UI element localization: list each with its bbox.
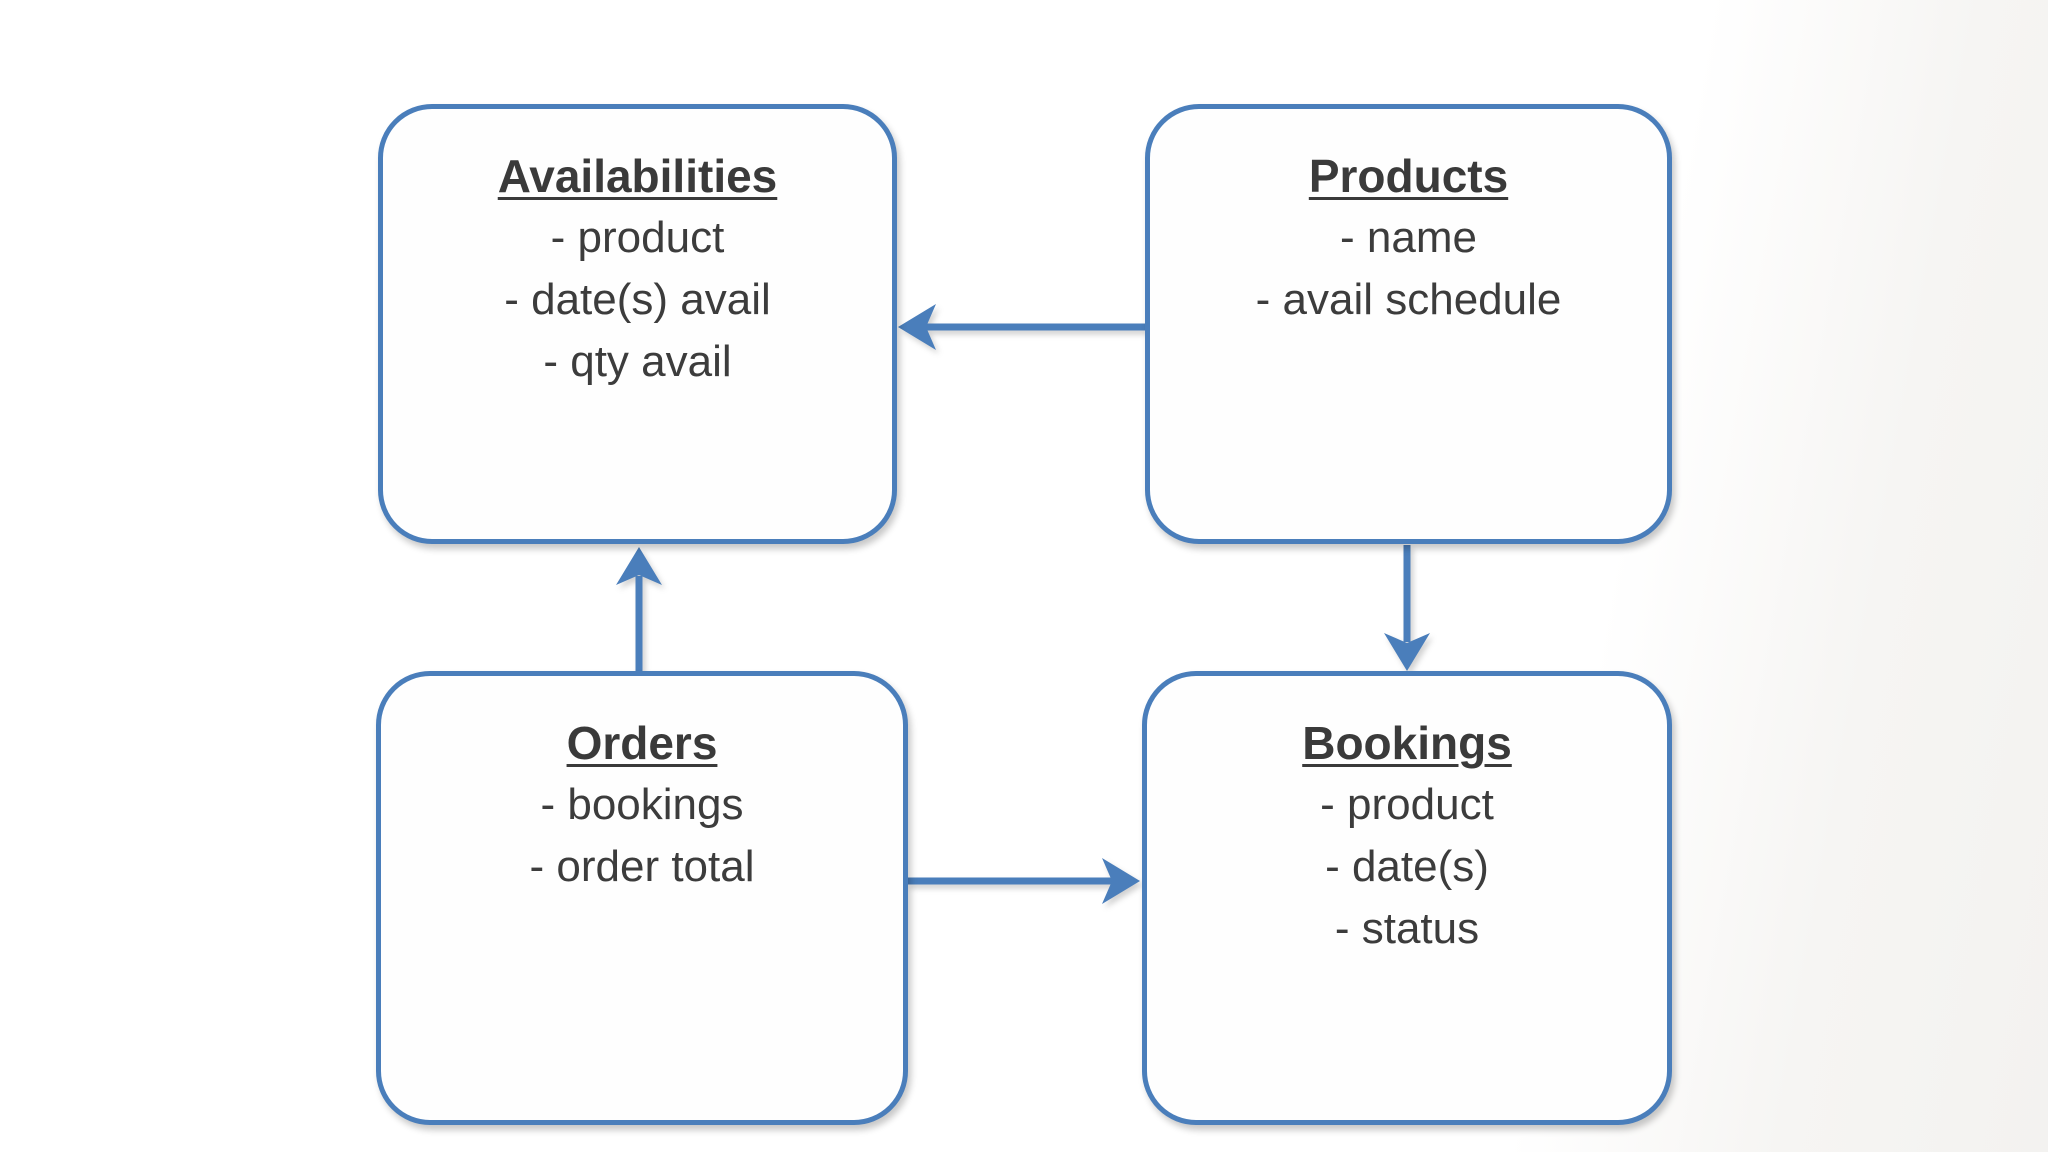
node-orders-attribute: - bookings bbox=[540, 780, 744, 829]
arrow-orders-to-availabilities bbox=[616, 547, 662, 672]
node-availabilities-attribute: - date(s) avail bbox=[504, 275, 771, 324]
node-products-attribute: - avail schedule bbox=[1255, 275, 1562, 324]
arrow-orders-to-bookings bbox=[907, 858, 1140, 904]
node-availabilities: Availabilities - product - date(s) avail… bbox=[378, 104, 897, 544]
node-orders-attribute: - order total bbox=[529, 842, 755, 891]
node-bookings-attribute: - date(s) bbox=[1325, 842, 1489, 891]
node-availabilities-attribute: - product bbox=[550, 213, 725, 262]
node-availabilities-attribute: - qty avail bbox=[543, 337, 732, 386]
node-products-attribute: - name bbox=[1340, 213, 1477, 262]
node-bookings-attribute: - product bbox=[1320, 780, 1494, 829]
node-bookings-title: Bookings bbox=[1302, 717, 1512, 769]
node-orders: Orders - bookings - order total bbox=[376, 671, 908, 1125]
node-products: Products - name - avail schedule bbox=[1145, 104, 1672, 544]
arrow-products-to-availabilities bbox=[898, 304, 1145, 350]
node-orders-title: Orders bbox=[566, 717, 718, 769]
node-products-title: Products bbox=[1308, 150, 1509, 202]
node-bookings-attribute: - status bbox=[1334, 904, 1480, 953]
node-bookings: Bookings - product - date(s) - status bbox=[1142, 671, 1672, 1125]
node-availabilities-title: Availabilities bbox=[497, 150, 778, 202]
arrow-products-to-bookings bbox=[1384, 545, 1430, 671]
